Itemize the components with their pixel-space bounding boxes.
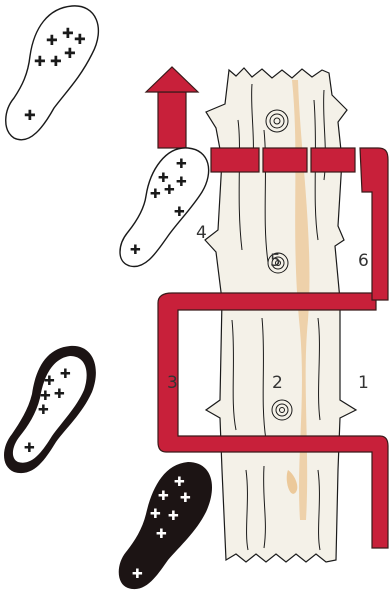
step-number-1: 1 (358, 373, 369, 393)
dark-footprint-icon: ✚ ✚ ✚ ✚ ✚ ✚ ✚ (119, 462, 212, 589)
path-route-upper (360, 148, 388, 300)
svg-text:✚: ✚ (46, 33, 58, 49)
stepping-block-2 (263, 148, 307, 172)
svg-text:✚: ✚ (60, 367, 71, 382)
svg-text:✚: ✚ (176, 157, 187, 172)
svg-text:✚: ✚ (174, 205, 185, 220)
svg-text:✚: ✚ (164, 183, 175, 198)
dark-footprint-icon: ✚ ✚ ✚ ✚ ✚ ✚ (4, 346, 96, 473)
svg-text:✚: ✚ (156, 527, 167, 542)
svg-text:✚: ✚ (54, 387, 65, 402)
step-number-4: 4 (196, 223, 207, 243)
path-arrow-shaft (158, 92, 186, 148)
svg-text:✚: ✚ (130, 243, 141, 258)
svg-text:✚: ✚ (62, 26, 74, 42)
svg-text:✚: ✚ (24, 108, 36, 124)
svg-text:✚: ✚ (40, 389, 51, 404)
svg-text:✚: ✚ (180, 491, 191, 506)
svg-text:✚: ✚ (24, 441, 35, 456)
svg-text:✚: ✚ (176, 175, 187, 190)
svg-text:✚: ✚ (50, 54, 62, 70)
svg-text:✚: ✚ (150, 507, 161, 522)
svg-text:✚: ✚ (38, 403, 49, 418)
svg-text:✚: ✚ (158, 489, 169, 504)
svg-text:✚: ✚ (174, 475, 185, 490)
svg-text:✚: ✚ (34, 54, 46, 70)
log-trunk (205, 68, 356, 562)
light-footprint-icon: ✚ ✚ ✚ ✚ ✚ ✚ ✚ (120, 148, 209, 267)
stepping-block-3 (311, 148, 355, 172)
up-arrow-icon (146, 67, 198, 92)
svg-text:✚: ✚ (132, 567, 143, 582)
step-number-6: 6 (358, 251, 369, 271)
step-number-5: 5 (270, 251, 281, 271)
svg-text:✚: ✚ (168, 509, 179, 524)
step-number-2: 2 (272, 373, 283, 393)
stepping-block-1 (211, 148, 259, 172)
log (205, 68, 356, 562)
step-number-3: 3 (167, 373, 178, 393)
svg-text:✚: ✚ (74, 32, 86, 48)
svg-text:✚: ✚ (64, 46, 76, 62)
light-footprint-icon: ✚ ✚ ✚ ✚ ✚ ✚ ✚ (6, 6, 99, 140)
svg-text:✚: ✚ (150, 187, 161, 202)
